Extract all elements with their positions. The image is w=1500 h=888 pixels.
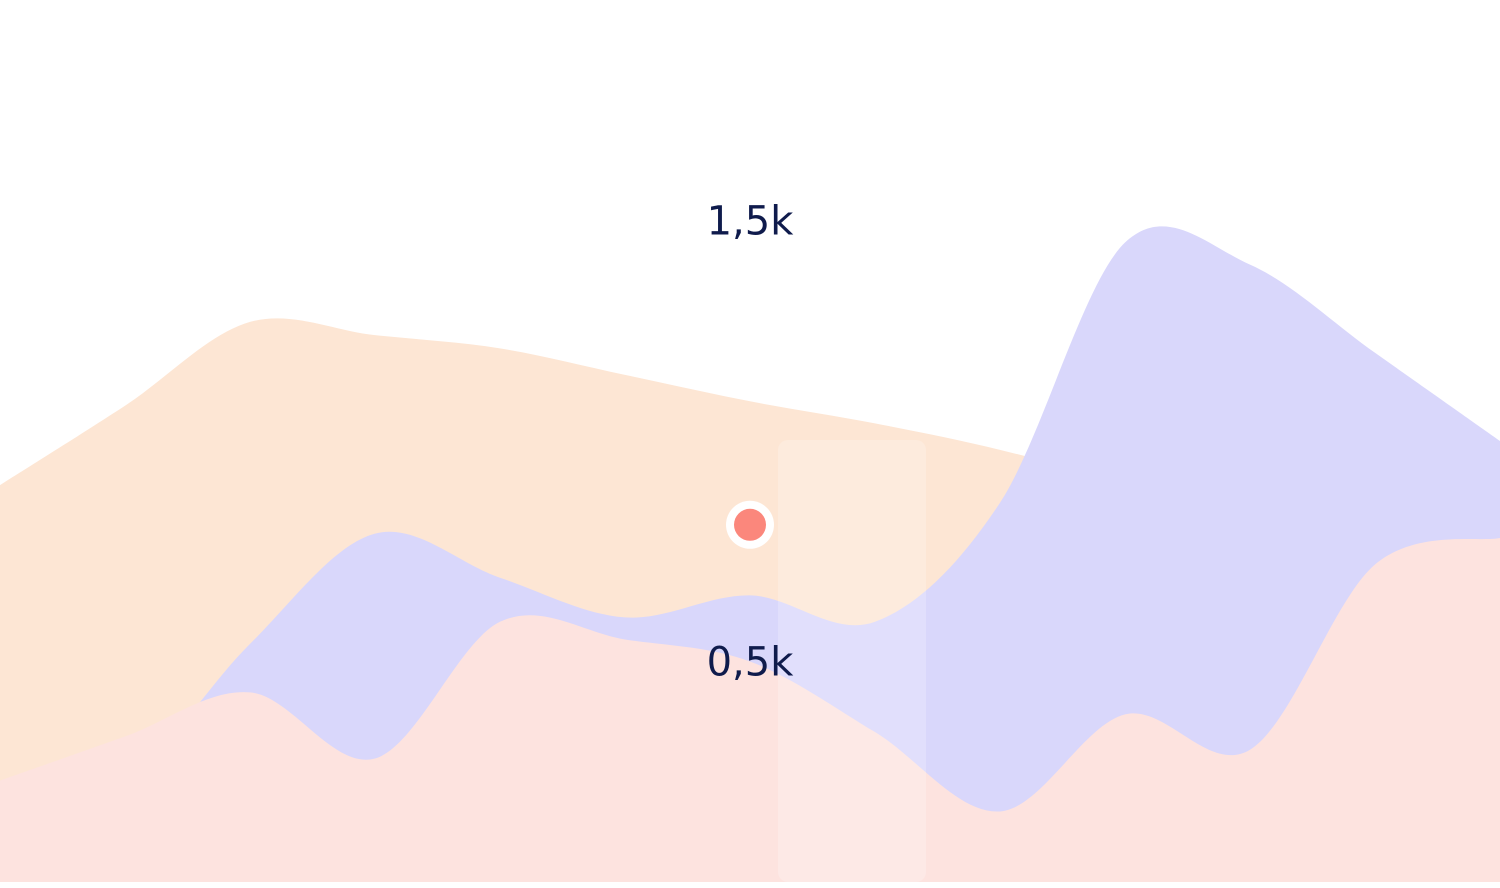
highlight-band-layer [778, 440, 926, 882]
highlight-point-layer [726, 500, 774, 549]
y-tick-label: 0,5k [707, 640, 795, 686]
highlight-band [778, 440, 926, 882]
y-tick-label: 1,5k [707, 199, 795, 245]
series-layer [0, 226, 1500, 882]
area-series-3 [0, 538, 1500, 882]
highlight-point[interactable] [734, 508, 766, 541]
y-tick-layer: 1,5k 0,5k [707, 199, 795, 686]
